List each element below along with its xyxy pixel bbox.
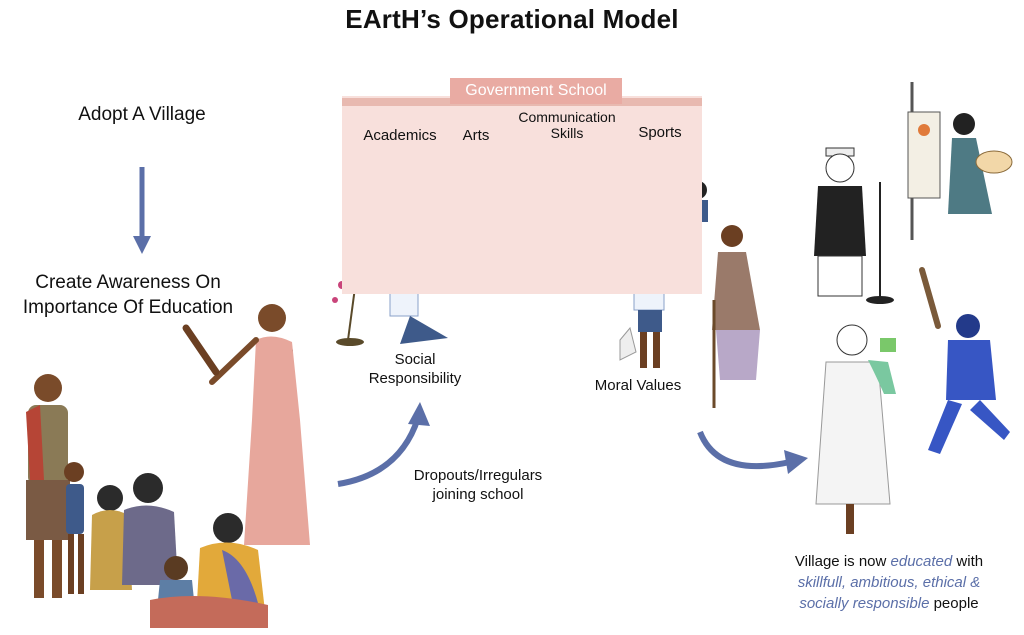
subject-social-responsibility: Social Responsibility xyxy=(368,351,462,387)
outcome-suffix: people xyxy=(929,595,979,612)
outcome-educated: educated xyxy=(890,553,953,570)
down-arrow-icon xyxy=(133,167,151,254)
outcome-socially-responsible: socially responsible xyxy=(799,595,930,612)
diagram-title: EArtH’s Operational Model xyxy=(345,4,679,34)
step-create-awareness: Create Awareness On Importance Of Educat… xyxy=(22,272,234,318)
moral-values-figure xyxy=(619,225,760,408)
subject-arts: Arts xyxy=(462,127,490,144)
step-adopt-village: Adopt A Village xyxy=(78,104,206,125)
outcome-statement: Village is now educated with skillfull, … xyxy=(755,551,1023,614)
school-panel xyxy=(342,96,702,294)
outcome-qualities: skillfull, ambitious, ethical & xyxy=(797,574,981,591)
subject-communication: Communication Skills xyxy=(518,109,616,141)
subject-moral-values: Moral Values xyxy=(594,377,682,394)
outcome-figures-illustration xyxy=(814,82,1013,534)
curved-arrow-right-icon xyxy=(697,430,808,474)
outcome-prefix: Village is now xyxy=(794,553,891,570)
village-community-illustration xyxy=(26,304,310,628)
subject-academics: Academics xyxy=(363,127,437,144)
curved-arrow-up-icon xyxy=(337,402,430,487)
outcome-with: with xyxy=(952,553,984,570)
school-banner: Government School xyxy=(450,78,622,104)
step-dropouts-joining: Dropouts/Irregulars joining school xyxy=(413,467,543,503)
subject-sports: Sports xyxy=(638,124,682,141)
